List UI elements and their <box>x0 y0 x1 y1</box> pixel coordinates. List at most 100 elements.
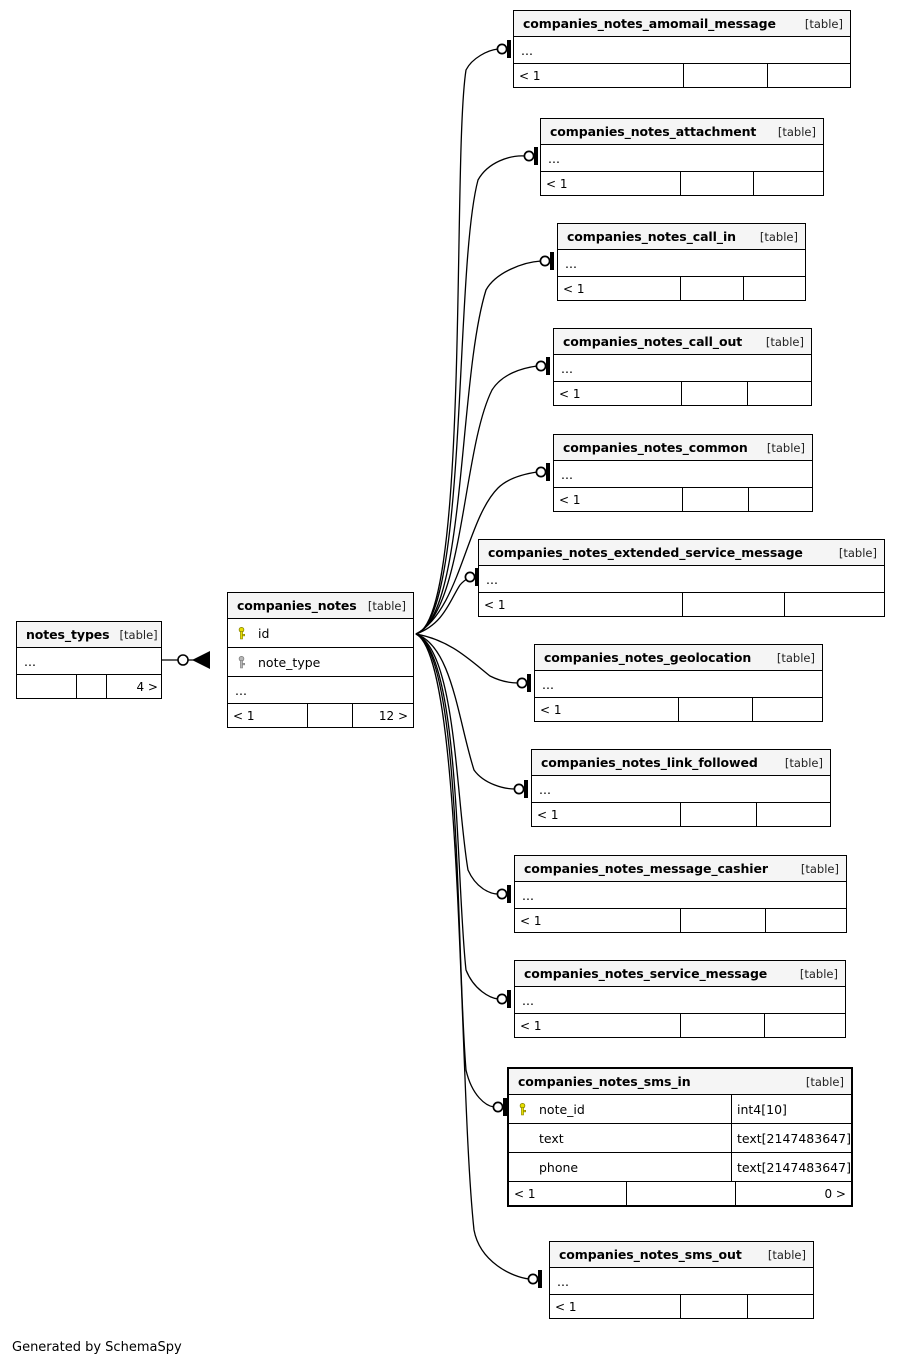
footer-parents-count: < 1 <box>550 1295 681 1318</box>
table-companies_notes_call_out[interactable]: companies_notes_call_out[table]...< 1 <box>553 328 812 406</box>
table-kind-label: [table] <box>805 1074 844 1089</box>
hidden-columns-ellipsis: ... <box>479 566 884 593</box>
footer-parents-count: < 1 <box>479 593 683 616</box>
foreign-key-icon <box>228 655 254 669</box>
table-header: companies_notes[table] <box>228 593 413 619</box>
table-companies_notes_link_followed[interactable]: companies_notes_link_followed[table]...<… <box>531 749 831 827</box>
table-footer: < 1 <box>532 803 830 826</box>
table-header: companies_notes_attachment[table] <box>541 119 823 145</box>
table-body: ... <box>532 776 830 803</box>
table-footer: < 1 <box>515 1014 845 1037</box>
table-footer: < 1 <box>554 488 812 511</box>
one-cardinality-bar-icon <box>534 147 538 165</box>
table-footer: 4 > <box>17 675 161 698</box>
table-name: notes_types <box>26 627 110 642</box>
one-cardinality-bar-icon <box>524 780 528 798</box>
table-kind-label: [table] <box>777 124 816 139</box>
zero-cardinality-circle-icon <box>513 783 525 795</box>
hidden-columns-ellipsis: ... <box>17 648 161 675</box>
table-companies_notes_sms_out[interactable]: companies_notes_sms_out[table]...< 1 <box>549 1241 814 1319</box>
zero-cardinality-circle-icon <box>492 1101 504 1113</box>
table-companies_notes_attachment[interactable]: companies_notes_attachment[table]...< 1 <box>540 118 824 196</box>
one-cardinality-bar-icon <box>507 990 511 1008</box>
table-header: companies_notes_link_followed[table] <box>532 750 830 776</box>
column-type: text[2147483647] <box>731 1124 851 1152</box>
footer-parents-count: < 1 <box>541 172 681 195</box>
one-cardinality-bar-icon <box>538 1270 542 1288</box>
one-cardinality-bar-icon <box>507 885 511 903</box>
zero-cardinality-circle-icon <box>527 1273 539 1285</box>
one-cardinality-bar-icon <box>527 674 531 692</box>
table-companies_notes_message_cashier[interactable]: companies_notes_message_cashier[table]..… <box>514 855 847 933</box>
table-footer: < 1 <box>550 1295 813 1318</box>
footer-middle-cell <box>681 803 757 826</box>
footer-middle-cell <box>683 488 749 511</box>
table-kind-label: [table] <box>759 229 798 244</box>
table-body: ... <box>515 882 846 909</box>
zero-cardinality-circle-icon <box>523 150 535 162</box>
zero-cardinality-circle-icon <box>496 43 508 55</box>
hidden-columns-ellipsis: ... <box>514 37 850 64</box>
footer-middle-cell <box>681 172 754 195</box>
table-name: companies_notes_geolocation <box>544 650 752 665</box>
column-row[interactable]: note_type <box>228 648 413 677</box>
table-name: companies_notes_sms_out <box>559 1247 742 1262</box>
table-companies_notes_geolocation[interactable]: companies_notes_geolocation[table]...< 1 <box>534 644 823 722</box>
table-name: companies_notes_amomail_message <box>523 16 776 31</box>
footer-parents-count: < 1 <box>228 704 308 727</box>
table-notes_types[interactable]: notes_types[table]...4 > <box>16 621 162 699</box>
zero-cardinality-circle-icon <box>535 360 547 372</box>
zero-cardinality-circle-icon <box>516 677 528 689</box>
footer-parents-count: < 1 <box>509 1182 627 1205</box>
relationship-line <box>415 633 499 895</box>
column-name: note_id <box>539 1101 585 1117</box>
footer-parents-count: < 1 <box>514 64 684 87</box>
relationship-line <box>415 633 516 790</box>
footer-middle-cell <box>684 64 768 87</box>
relationship-companies_notes-to-companies_notes_link_followed <box>415 633 528 798</box>
one-cardinality-bar-icon <box>550 252 554 270</box>
table-header: companies_notes_extended_service_message… <box>479 540 884 566</box>
column-type: text[2147483647] <box>731 1153 851 1181</box>
table-name: companies_notes_message_cashier <box>524 861 768 876</box>
footer-children-count <box>748 382 811 405</box>
table-body: ... <box>479 566 884 593</box>
table-companies_notes_amomail_message[interactable]: companies_notes_amomail_message[table]..… <box>513 10 851 88</box>
table-kind-label: [table] <box>799 966 838 981</box>
crowsfoot-many-icon <box>192 651 210 669</box>
table-header: companies_notes_call_out[table] <box>554 329 811 355</box>
primary-key-icon <box>509 1102 535 1116</box>
table-companies_notes_common[interactable]: companies_notes_common[table]...< 1 <box>553 434 813 512</box>
column-row[interactable]: phone text[2147483647] <box>509 1153 851 1182</box>
footer-middle-cell <box>682 382 748 405</box>
table-body: ... <box>554 461 812 488</box>
one-cardinality-bar-icon <box>546 357 550 375</box>
table-companies_notes_call_in[interactable]: companies_notes_call_in[table]...< 1 <box>557 223 806 301</box>
footer-parents-count: < 1 <box>554 488 683 511</box>
hidden-columns-ellipsis: ... <box>515 987 845 1014</box>
table-kind-label: [table] <box>784 755 823 770</box>
footer-children-count <box>768 64 850 87</box>
table-kind-label: [table] <box>367 598 406 613</box>
footer-parents-count: < 1 <box>558 277 681 300</box>
table-footer: < 1 <box>514 64 850 87</box>
column-row[interactable]: id <box>228 619 413 648</box>
table-body: ... <box>515 987 845 1014</box>
table-body: ... <box>550 1268 813 1295</box>
column-name: phone <box>539 1159 579 1175</box>
footer-middle-cell <box>679 698 753 721</box>
footer-parents-count: < 1 <box>535 698 679 721</box>
table-footer: < 1 <box>554 382 811 405</box>
table-companies_notes_extended_service_message[interactable]: companies_notes_extended_service_message… <box>478 539 885 617</box>
one-cardinality-bar-icon <box>546 463 550 481</box>
table-companies_notes_service_message[interactable]: companies_notes_service_message[table]..… <box>514 960 846 1038</box>
table-kind-label: [table] <box>765 334 804 349</box>
